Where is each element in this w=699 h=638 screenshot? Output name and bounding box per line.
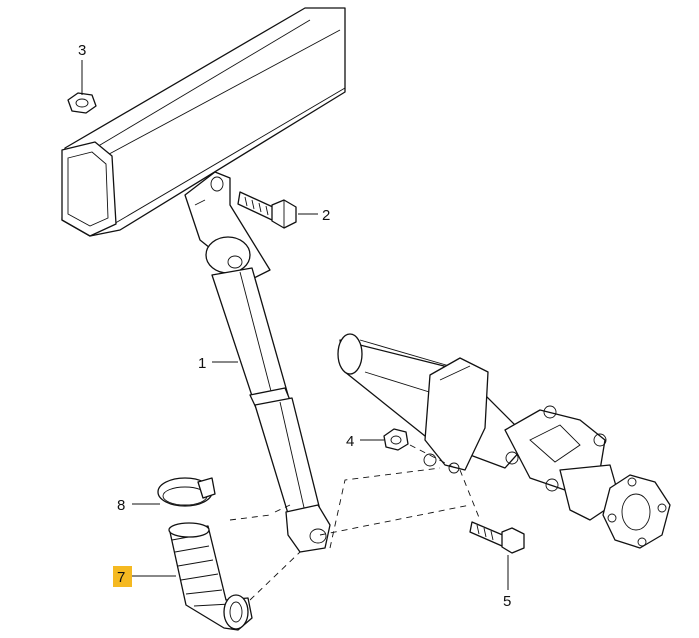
protective-sleeve <box>168 522 253 631</box>
hub-flange <box>504 405 621 521</box>
callout-7[interactable]: 7 <box>117 569 125 586</box>
shock-absorber <box>205 236 331 553</box>
stub-bracket <box>423 357 489 474</box>
nut-top <box>67 92 97 114</box>
callout-2[interactable]: 2 <box>322 207 330 224</box>
callout-8[interactable]: 8 <box>117 497 125 514</box>
axle-beam <box>61 7 346 237</box>
bolt-lower <box>469 521 525 554</box>
callout-5[interactable]: 5 <box>503 593 511 610</box>
assembly-lines <box>229 444 481 601</box>
wheel-flange <box>602 474 671 549</box>
callout-4[interactable]: 4 <box>346 433 354 450</box>
bolt-upper <box>237 191 297 229</box>
callout-1[interactable]: 1 <box>198 355 206 372</box>
callout-3[interactable]: 3 <box>78 42 86 59</box>
hose-clamp <box>157 477 216 507</box>
nut-lower <box>383 428 409 451</box>
callout-7-highlight <box>113 566 132 587</box>
